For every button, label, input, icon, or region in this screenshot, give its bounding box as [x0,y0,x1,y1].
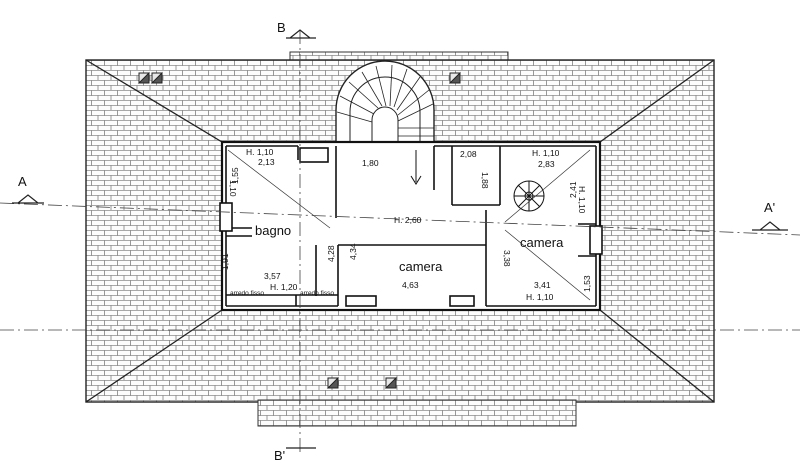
label-h260: H. 2,60 [394,215,422,225]
label-338: 3,38 [502,250,512,267]
interior [219,140,603,312]
label-arredo-fisso-1: arredo fisso [230,290,264,297]
label-h110-bottomright: H. 1,10 [526,292,554,302]
section-a-right: A' [764,200,775,215]
label-434: 4,34 [348,243,358,260]
dimension-labels: H. 1,10 2,13 1,10 1,55 1,80 2,08 1,88 H.… [220,147,592,302]
dimension-lines [227,149,591,301]
label-arredo-fisso-2: arredo fisso [300,290,334,297]
label-h120: H. 1,20 [270,282,298,292]
small-spiral-stair-icon [513,180,545,212]
room-camera-right: camera [520,235,564,250]
label-h110-vert-right: H. 1,10 [577,186,587,214]
roof-hip-lines [85,59,715,403]
label-h110-topright: H. 1,10 [532,148,560,158]
label-341: 3,41 [534,280,551,290]
label-283: 2,83 [538,159,555,169]
skylight-icon [137,71,461,389]
section-markers [12,29,788,449]
label-213: 2,13 [258,157,275,167]
label-428: 4,28 [326,245,336,262]
label-191: 1,91 [220,253,230,270]
label-463: 4,63 [402,280,419,290]
section-b-top: B [277,20,286,35]
section-b-bottom: B' [274,448,285,463]
label-h110-topleft: H. 1,10 [246,147,274,157]
section-lines [0,30,800,452]
label-357: 3,57 [264,271,281,281]
stair-arrow-icon [410,150,422,185]
label-180: 1,80 [362,158,379,168]
room-camera-center: camera [399,259,443,274]
label-208: 2,08 [460,149,477,159]
walls [219,145,603,307]
label-241: 2,41 [568,181,578,198]
label-155: 1,55 [230,167,240,184]
section-a-left: A [18,174,27,189]
label-153: 1,53 [582,275,592,292]
label-188: 1,88 [480,172,490,189]
spiral-staircase [335,60,435,146]
room-bagno: bagno [255,223,291,238]
label-110-vert-left: 1,10 [228,180,238,197]
